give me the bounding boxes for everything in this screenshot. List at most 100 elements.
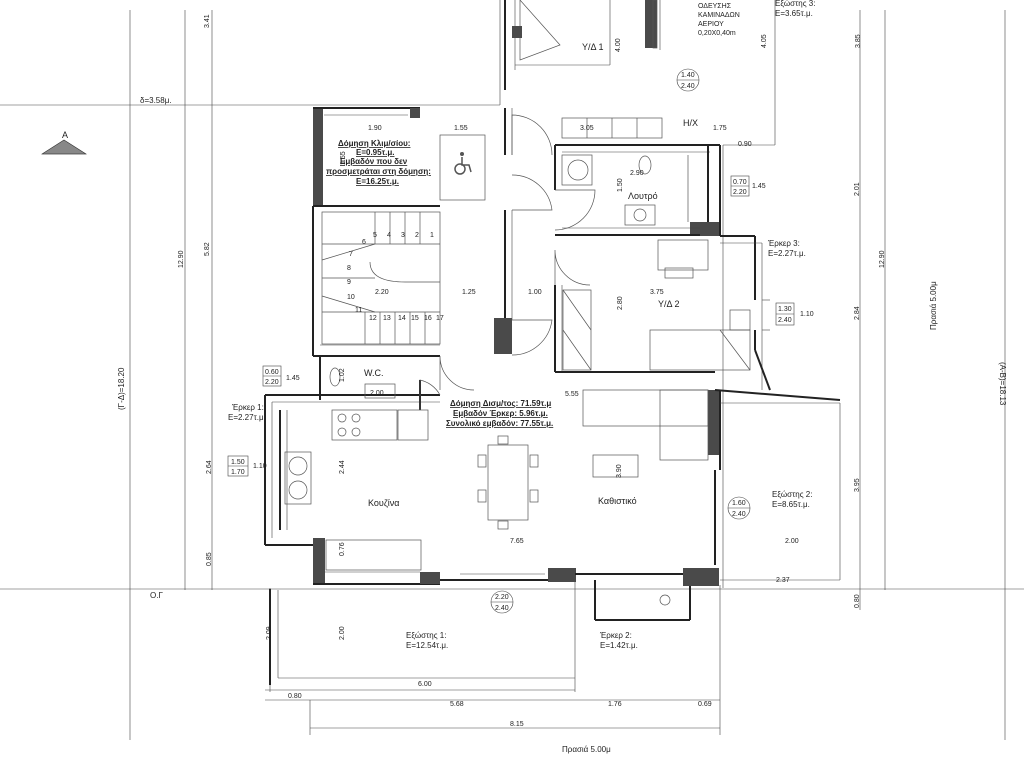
stair-number: 14 <box>398 315 406 322</box>
dim-label: 12.90 <box>178 250 185 268</box>
stair-number: 1 <box>430 232 434 239</box>
dim-label: 3.90 <box>616 464 623 478</box>
bathroom-fixtures <box>561 117 709 279</box>
balcony3-title: Εξώστης 3: <box>775 0 815 8</box>
dim-label: 1.76 <box>608 701 622 708</box>
erker2-area: Ε=1.42τ.μ. <box>600 641 638 650</box>
side-left: (Γ-Δ)=18.20 <box>117 367 126 410</box>
dim-label: 4.00 <box>615 38 622 52</box>
section-marker: Α <box>40 130 88 155</box>
wheelchair-icon <box>454 152 472 175</box>
dim-label: 5.82 <box>204 242 211 256</box>
dim-label: 1.00 <box>528 289 542 296</box>
room-label-kitchen: Κουζίνα <box>368 498 400 508</box>
room-label-yd2: Υ/Δ 2 <box>658 299 680 309</box>
dimension-labels: 1.90 1.55 3.05 1.75 0.90 1.55 2.90 1.50 … <box>178 125 886 728</box>
ac-note: Ε=0.95τ.μ. <box>356 148 395 157</box>
dim-label: 3.85 <box>855 34 862 48</box>
window-tag: 2.20 <box>733 189 747 196</box>
totals-note: Εμβαδόν Έρκερ: 5.96τ.μ. <box>453 409 548 418</box>
window-tag: 2.20 <box>265 379 279 386</box>
stair-number: 6 <box>362 239 366 246</box>
dim-label: 6.00 <box>418 681 432 688</box>
dim-label: 1.55 <box>340 151 347 165</box>
dim-label: 4.05 <box>761 34 768 48</box>
dim-label: 1.45 <box>752 183 766 190</box>
dim-label: 3.05 <box>580 125 594 132</box>
stair-number: 9 <box>347 279 351 286</box>
room-label-living: Καθιστικό <box>598 496 637 506</box>
balcony1 <box>269 589 575 685</box>
dim-label: 1.45 <box>286 375 300 382</box>
window-tag: 1.40 <box>681 72 695 79</box>
prasia-right: Πρασιά 5.00μ <box>929 281 938 330</box>
dim-label: 2.00 <box>339 626 346 640</box>
window-tag: 1.50 <box>231 459 245 466</box>
window-tag: 1.60 <box>732 500 746 507</box>
dim-label: 0.90 <box>738 141 752 148</box>
stair-number: 12 <box>369 315 377 322</box>
dim-label: 1.02 <box>339 368 346 382</box>
window-tag: 1.30 <box>778 306 792 313</box>
staircase: 1 2 3 4 5 6 7 8 9 10 11 12 13 14 15 16 1… <box>321 211 444 345</box>
area-notes: Δόμηση Δισμ/τος: 71.59τ.μ Εμβαδόν Έρκερ:… <box>117 239 1007 754</box>
stair-number: 3 <box>401 232 405 239</box>
dim-label: 1.90 <box>368 125 382 132</box>
erker1-title: Έρκερ 1: <box>231 403 264 412</box>
stair-number: 4 <box>387 232 391 239</box>
erker2-title: Έρκερ 2: <box>599 631 632 640</box>
balcony1-title: Εξώστης 1: <box>406 631 446 640</box>
stair-number: 15 <box>411 315 419 322</box>
dim-label: 8.15 <box>510 721 524 728</box>
dim-label: 5.55 <box>565 391 579 398</box>
window-tag: 2.40 <box>778 317 792 324</box>
dim-label: 0.80 <box>288 693 302 700</box>
totals-note: Δόμηση Δισμ/τος: 71.59τ.μ <box>450 399 551 408</box>
room-label-wc: W.C. <box>364 368 384 378</box>
living-furniture <box>284 367 709 571</box>
section-label: Α <box>62 130 68 140</box>
dim-label: 7.65 <box>510 538 524 545</box>
room-label-yd1: Υ/Δ 1 <box>582 42 604 52</box>
balcony3-area: Ε=3.65τ.μ. <box>775 9 813 18</box>
stair-number: 10 <box>347 294 355 301</box>
ac-note: Δόμηση Κλιμ/σίου: <box>338 139 410 148</box>
dim-label: 2.37 <box>776 577 790 584</box>
ac-note: προσμετράται στη δόμηση: <box>326 167 431 176</box>
dim-label: 2.84 <box>854 306 861 320</box>
balcony2-title: Εξώστης 2: <box>772 490 812 499</box>
stair-number: 8 <box>347 265 351 272</box>
stair-number: 7 <box>349 251 353 258</box>
dim-label: 0.80 <box>854 594 861 608</box>
window-tags: 0.70 2.20 1.30 2.40 0.60 2.20 1.50 1.70 … <box>227 175 795 614</box>
dim-label: 2.80 <box>617 296 624 310</box>
balcony1-area: Ε=12.54τ.μ. <box>406 641 448 650</box>
chimney-note: 0,20Χ0,40m <box>698 30 736 37</box>
dim-label: 1.25 <box>462 289 476 296</box>
chimney-note: ΟΔΕΥΣΗΣ <box>698 3 732 10</box>
room-labels: Λουτρό Υ/Δ 2 W.C. Κουζίνα Καθιστικό Η/Χ <box>364 118 698 508</box>
stair-number: 16 <box>424 315 432 322</box>
prasia-bottom: Πρασιά 5.00μ <box>562 745 611 754</box>
reference-lines <box>0 0 1024 740</box>
window-tag: 2.40 <box>732 511 746 518</box>
dim-label: 1.50 <box>617 178 624 192</box>
window-tag: 2.40 <box>495 605 509 612</box>
dim-label: 2.64 <box>206 460 213 474</box>
balcony2-area: Ε=8.65τ.μ. <box>772 500 810 509</box>
ac-area: Δόμηση Κλιμ/σίου: Ε=0.95τ.μ. Εμβαδόν που… <box>324 114 486 201</box>
erker3-title: Έρκερ 3: <box>767 239 800 248</box>
building-walls <box>264 107 841 621</box>
dim-label: 1.10 <box>800 311 814 318</box>
window-tag: 1.70 <box>231 469 245 476</box>
dim-label: 0.69 <box>698 701 712 708</box>
erker3-area: Ε=2.27τ.μ. <box>768 249 806 258</box>
door-swings <box>419 114 596 410</box>
room-label-bath: Λουτρό <box>628 191 658 201</box>
dim-label: 12.90 <box>879 250 886 268</box>
dim-label: 3.95 <box>854 478 861 492</box>
dim-label: 2.20 <box>375 289 389 296</box>
setback-label: δ=3.58μ. <box>140 96 172 105</box>
ac-note: Ε=16.25τ.μ. <box>356 177 399 186</box>
